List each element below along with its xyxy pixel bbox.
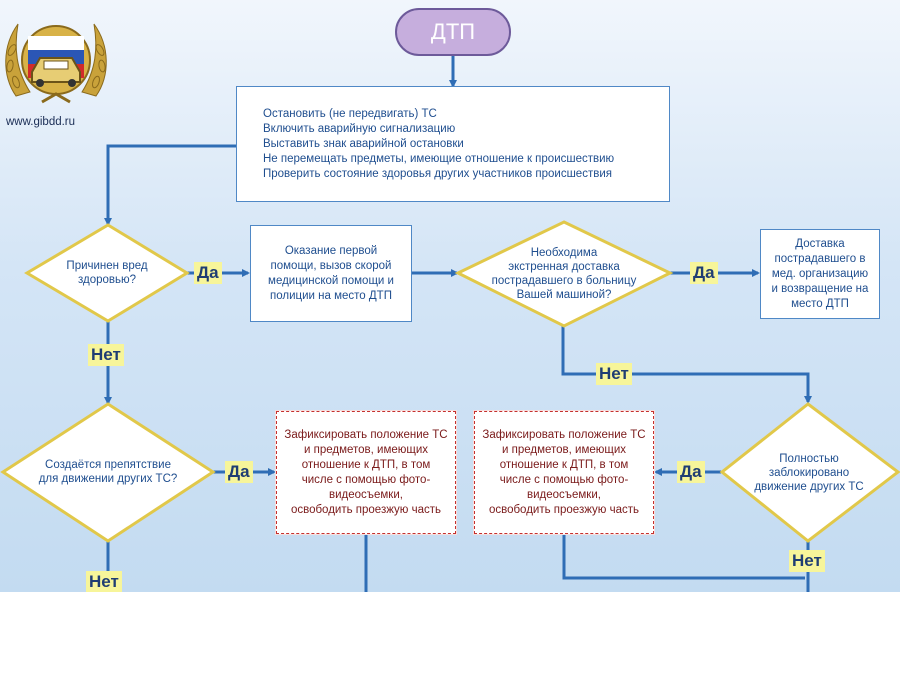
initial-actions-text: Остановить (не передвигать) ТС Включить а… (263, 107, 614, 182)
fix-left-line: числе с помощью фото- (301, 473, 431, 486)
fix-right-line: видеосъемки, (527, 488, 601, 501)
initial-actions-box: Остановить (не передвигать) ТС Включить а… (236, 86, 670, 202)
no-label-blocked: Нет (789, 550, 825, 572)
question-transport-text: Необходима экстренная доставка пострадавше… (492, 246, 637, 302)
delivery-text: Доставка пострадавшего в мед. организацию и… (772, 237, 869, 312)
q-obstacle-line: для движении других ТС? (38, 473, 178, 485)
delivery-line: и возвращение на (771, 282, 869, 295)
fix-position-box-left: Зафиксировать положение ТС и предметов, и… (276, 411, 456, 534)
gibdd-url[interactable]: www.gibdd.ru (6, 116, 76, 128)
link-transport-no (561, 326, 812, 404)
yes-label-obstacle: Да (225, 461, 253, 483)
fix-right-line: и предметов, имеющих (501, 443, 627, 456)
fix-left-line: и предметов, имеющих (303, 443, 429, 456)
delivery-line: мед. организацию (771, 267, 869, 280)
first-aid-line: Оказание первой (284, 244, 378, 257)
first-aid-line: медицинской помощи и (268, 274, 394, 287)
diamond-harm (24, 223, 190, 323)
start-node-dtp: ДТП (395, 8, 511, 56)
q-blocked-line: Полностью (779, 453, 839, 465)
question-obstacle-text: Создаётся препятствие для движении других… (39, 458, 178, 486)
no-label-transport: Нет (596, 363, 632, 385)
delivery-line: место ДТП (791, 297, 849, 310)
question-harm: Причинен вред здоровью? (40, 250, 174, 296)
question-blocked-text: Полностью заблокировано движение других ТС (754, 452, 863, 494)
yes-label-blocked: Да (677, 461, 705, 483)
link-fixright-down (562, 534, 805, 580)
first-aid-line: полиции на место ДТП (270, 289, 392, 302)
q-obstacle-line: Создаётся препятствие (45, 459, 171, 471)
delivery-box: Доставка пострадавшего в мед. организацию и… (760, 229, 880, 319)
gibdd-logo (5, 23, 107, 104)
fix-right-line: числе с помощью фото- (499, 473, 629, 486)
actions-line: Включить аварийную сигнализацию (263, 122, 456, 135)
actions-line: Не перемещать предметы, имеющие отношени… (263, 152, 615, 165)
no-label-obstacle: Нет (86, 571, 122, 592)
fix-right-line: Зафиксировать положение ТС (482, 428, 646, 441)
diamond-transport (454, 220, 674, 328)
delivery-line: пострадавшего в (774, 252, 866, 265)
link-actions-harm (104, 144, 236, 226)
fix-right-line: освободить проезжую часть (488, 503, 640, 516)
q-harm-line: здоровью? (77, 274, 137, 286)
flowchart-canvas: www.gibdd.ru ДТП Остановить (не передвиг… (0, 0, 900, 592)
actions-line: Выставить знак аварийной остановки (263, 137, 464, 150)
delivery-line: Доставка (795, 237, 845, 250)
q-harm-line: Причинен вред (66, 260, 148, 272)
fix-position-text-left: Зафиксировать положение ТС и предметов, и… (284, 428, 447, 518)
yes-label-harm: Да (194, 262, 222, 284)
fix-left-line: видеосъемки, (329, 488, 403, 501)
q-blocked-line: заблокировано (768, 467, 850, 479)
fix-position-text-right: Зафиксировать положение ТС и предметов, и… (482, 428, 645, 518)
first-aid-text: Оказание первой помощи, вызов скорой медиц… (268, 244, 394, 304)
no-label-harm: Нет (88, 344, 124, 366)
question-harm-text: Причинен вред здоровью? (66, 259, 147, 287)
q-blocked-line: движение других ТС (754, 481, 864, 493)
actions-line: Остановить (не передвигать) ТС (263, 107, 437, 120)
question-transport: Необходима экстренная доставка пострадавше… (478, 243, 650, 305)
fix-left-line: отношение к ДТП, в том (301, 458, 431, 471)
q-transport-line: пострадавшего в больницу (491, 275, 637, 287)
fix-left-line: Зафиксировать положение ТС (284, 428, 448, 441)
first-aid-line: помощи, вызов скорой (270, 259, 392, 272)
diamond-obstacle (0, 402, 216, 543)
q-transport-line: Необходима (530, 247, 598, 259)
fix-left-line: освободить проезжую часть (290, 503, 442, 516)
q-transport-line: Вашей машиной? (516, 289, 612, 301)
q-transport-line: экстренная доставка (508, 261, 620, 273)
question-obstacle: Создаётся препятствие для движении других… (22, 452, 194, 492)
yes-label-transport: Да (690, 262, 718, 284)
first-aid-box: Оказание первой помощи, вызов скорой медиц… (250, 225, 412, 322)
diamond-blocked (719, 402, 900, 543)
fix-position-box-right: Зафиксировать положение ТС и предметов, и… (474, 411, 654, 534)
actions-line: Проверить состояние здоровья других учас… (263, 167, 612, 180)
fix-right-line: отношение к ДТП, в том (499, 458, 629, 471)
question-blocked: Полностью заблокировано движение других ТС (742, 450, 876, 496)
